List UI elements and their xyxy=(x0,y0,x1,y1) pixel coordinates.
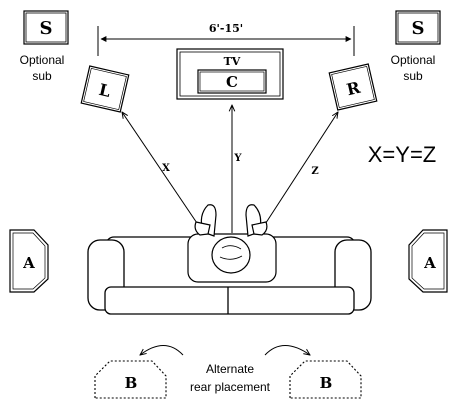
speaker-right-label: R xyxy=(345,78,363,100)
rear-speaker-left: B xyxy=(94,360,167,399)
speaker-right: R xyxy=(328,63,378,111)
rear-caption-line1: Alternate xyxy=(206,362,254,376)
subwoofer-right-label: S xyxy=(412,18,425,39)
distance-dimension: 6'-15' xyxy=(97,22,355,56)
subwoofer-left: S xyxy=(23,10,69,45)
subwoofer-left-label: S xyxy=(40,18,53,39)
speaker-left-label: L xyxy=(97,80,112,101)
arrow-z xyxy=(259,112,338,233)
optional-sub-right-line2: sub xyxy=(403,69,423,83)
arrow-x xyxy=(122,112,204,233)
optional-sub-left-line2: sub xyxy=(32,69,52,83)
surround-speaker-right: A xyxy=(408,229,448,293)
distance-label: 6'-15' xyxy=(209,22,243,35)
rear-speaker-right: B xyxy=(289,360,362,399)
rear-left-label: B xyxy=(125,374,138,392)
listener-figure xyxy=(187,204,277,283)
optional-sub-right-line1: Optional xyxy=(391,53,436,67)
speaker-left: L xyxy=(80,65,130,113)
rear-left-curved-arrow xyxy=(140,345,184,356)
rear-right-label: B xyxy=(320,374,333,392)
tv-label: TV xyxy=(224,55,241,68)
arrow-y-label: Y xyxy=(233,153,242,164)
rear-caption-line2: rear placement xyxy=(190,380,271,394)
optional-sub-left-line1: Optional xyxy=(20,53,65,67)
surround-left-label: A xyxy=(22,254,35,272)
center-speaker-label: C xyxy=(226,73,238,91)
tv-with-center-speaker: TV C xyxy=(176,48,284,100)
surround-right-label: A xyxy=(423,254,436,272)
center-speaker xyxy=(197,69,267,94)
arrow-x-label: X xyxy=(162,163,170,174)
arrow-z-label: Z xyxy=(311,166,318,177)
subwoofer-right: S xyxy=(395,10,441,45)
rear-right-curved-arrow xyxy=(264,345,310,356)
equation-text: X=Y=Z xyxy=(368,142,436,167)
surround-speaker-left: A xyxy=(9,229,49,293)
